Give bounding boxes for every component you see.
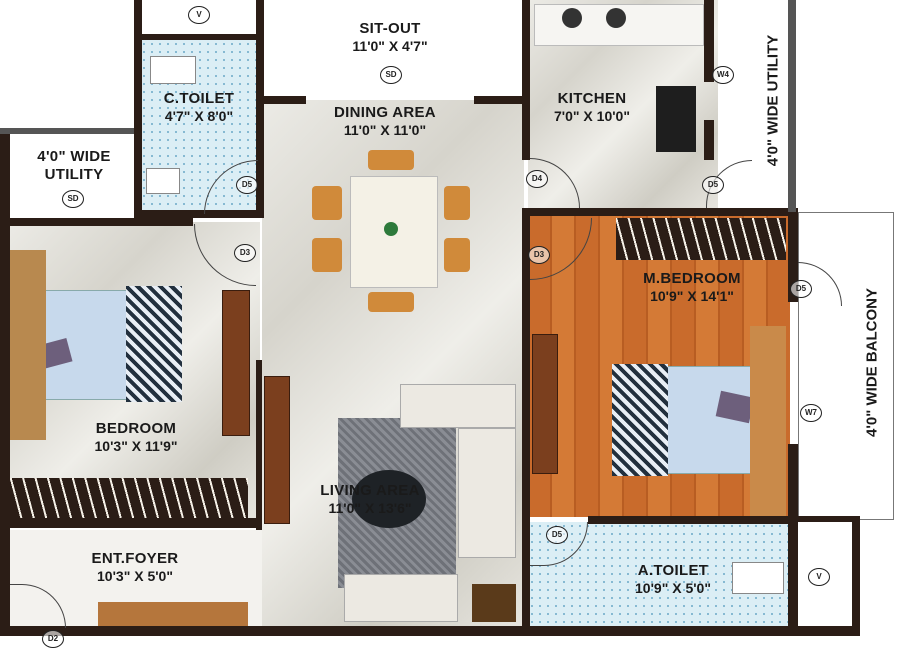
room-name: DINING AREA [334, 104, 436, 121]
stove-burner [606, 8, 626, 28]
bedroom-wardrobe [10, 478, 248, 518]
door-tag: D2 [42, 630, 64, 648]
room-label-utility-left: 4'0" WIDE UTILITY [12, 148, 136, 184]
room-dimension: 11'0" X 13'6" [328, 500, 412, 516]
c-toilet-washbasin [150, 56, 196, 84]
wall [256, 96, 306, 104]
wall [0, 518, 262, 528]
wall [704, 0, 714, 82]
room-dimension: 7'0" X 10'0" [554, 108, 630, 124]
room-label-kitchen: KITCHEN 7'0" X 10'0" [532, 90, 652, 125]
wall [134, 0, 142, 222]
room-label-m-bedroom: M.BEDROOM 10'9" X 14'1" [612, 270, 772, 305]
door-tag: D4 [526, 170, 548, 188]
dining-chair [312, 186, 342, 220]
room-label-foyer: ENT.FOYER 10'3" X 5'0" [60, 550, 210, 585]
m-bedroom-bed-blanket [612, 364, 668, 476]
door-tag: D5 [236, 176, 258, 194]
door-tag: D5 [546, 526, 568, 544]
wall [522, 0, 530, 160]
a-toilet-washbasin [732, 562, 784, 594]
wall [704, 120, 714, 160]
room-dimension: 11'0" X 4'7" [352, 38, 428, 54]
room-dimension: 11'0" X 11'0" [343, 122, 427, 138]
kitchen-sink [656, 86, 696, 152]
wall [788, 444, 798, 632]
utility-door-tag: SD [62, 190, 84, 208]
bedroom-bed-blanket [126, 286, 182, 402]
room-dimension: 10'9" X 5'0" [635, 580, 711, 596]
wall [852, 520, 860, 634]
door-tag: D5 [702, 176, 724, 194]
room-label-dining: DINING AREA 11'0" X 11'0" [290, 104, 480, 139]
room-name: C.TOILET [163, 90, 235, 107]
wall [788, 0, 796, 212]
wall [0, 132, 10, 632]
room-name: UTILITY [44, 166, 104, 183]
dining-chair [368, 150, 414, 170]
room-dimension: 10'3" X 11'9" [94, 438, 178, 454]
dining-chair [368, 292, 414, 312]
m-bedroom-wardrobe [616, 218, 786, 260]
balcony-window-tag: W7 [800, 404, 822, 422]
room-name: M.BEDROOM [643, 270, 741, 287]
wall [588, 516, 794, 524]
room-name: BEDROOM [95, 420, 177, 437]
room-label-c-toilet: C.TOILET 4'7" X 8'0" [140, 90, 258, 125]
sit-out-door-tag: SD [380, 66, 402, 84]
bedroom-side-table [222, 290, 250, 436]
wall [788, 212, 798, 302]
sofa-l [400, 384, 516, 428]
wall [522, 208, 530, 632]
plant-centerpiece [384, 222, 398, 236]
room-label-a-toilet: A.TOILET 10'9" X 5'0" [598, 562, 748, 597]
wall [0, 128, 140, 134]
sofa-l-side [458, 428, 516, 558]
wall [136, 34, 260, 40]
dining-chair [312, 238, 342, 272]
room-name: LIVING AREA [320, 482, 420, 499]
kitchen-window-tag: W4 [712, 66, 734, 84]
dining-chair [444, 238, 470, 272]
wall [522, 208, 798, 216]
door-tag: D3 [528, 246, 550, 264]
door-tag: D5 [790, 280, 812, 298]
wall [256, 0, 264, 218]
balcony-floor [798, 212, 894, 520]
room-name: A.TOILET [637, 562, 709, 579]
a-toilet-vent-tag: V [808, 568, 830, 586]
wall [794, 516, 860, 522]
door-tag: D3 [234, 244, 256, 262]
wall [134, 210, 264, 218]
bedroom-headboard [10, 250, 46, 440]
side-table [472, 584, 516, 622]
wall [0, 626, 860, 636]
wall [8, 218, 193, 226]
m-bedroom-headboard [750, 326, 786, 516]
wall [256, 360, 262, 530]
c-toilet-vent-tag: V [188, 6, 210, 24]
m-bedroom-side-table [532, 334, 558, 474]
room-label-sit-out: SIT-OUT 11'0" X 4'7" [300, 20, 480, 55]
stove-burner [562, 8, 582, 28]
room-label-balcony: 4'0" WIDE BALCONY [863, 287, 881, 438]
room-dimension: 4'7" X 8'0" [164, 108, 234, 124]
room-dimension: 10'3" X 5'0" [97, 568, 173, 584]
room-label-living: LIVING AREA 11'0" X 13'6" [300, 482, 440, 517]
dining-chair [444, 186, 470, 220]
room-dimension: 10'9" X 14'1" [650, 288, 734, 304]
c-toilet-wc [146, 168, 180, 194]
room-name: KITCHEN [557, 90, 627, 107]
tv-unit [264, 376, 290, 524]
room-name: 4'0" WIDE [37, 148, 111, 165]
coffee-table [352, 470, 426, 528]
sofa-bottom [344, 574, 458, 622]
wall [474, 96, 530, 104]
room-name: SIT-OUT [359, 20, 421, 37]
room-label-utility-right: 4'0" WIDE UTILITY [764, 34, 782, 167]
room-label-bedroom: BEDROOM 10'3" X 11'9" [56, 420, 216, 455]
room-name: ENT.FOYER [91, 550, 179, 567]
